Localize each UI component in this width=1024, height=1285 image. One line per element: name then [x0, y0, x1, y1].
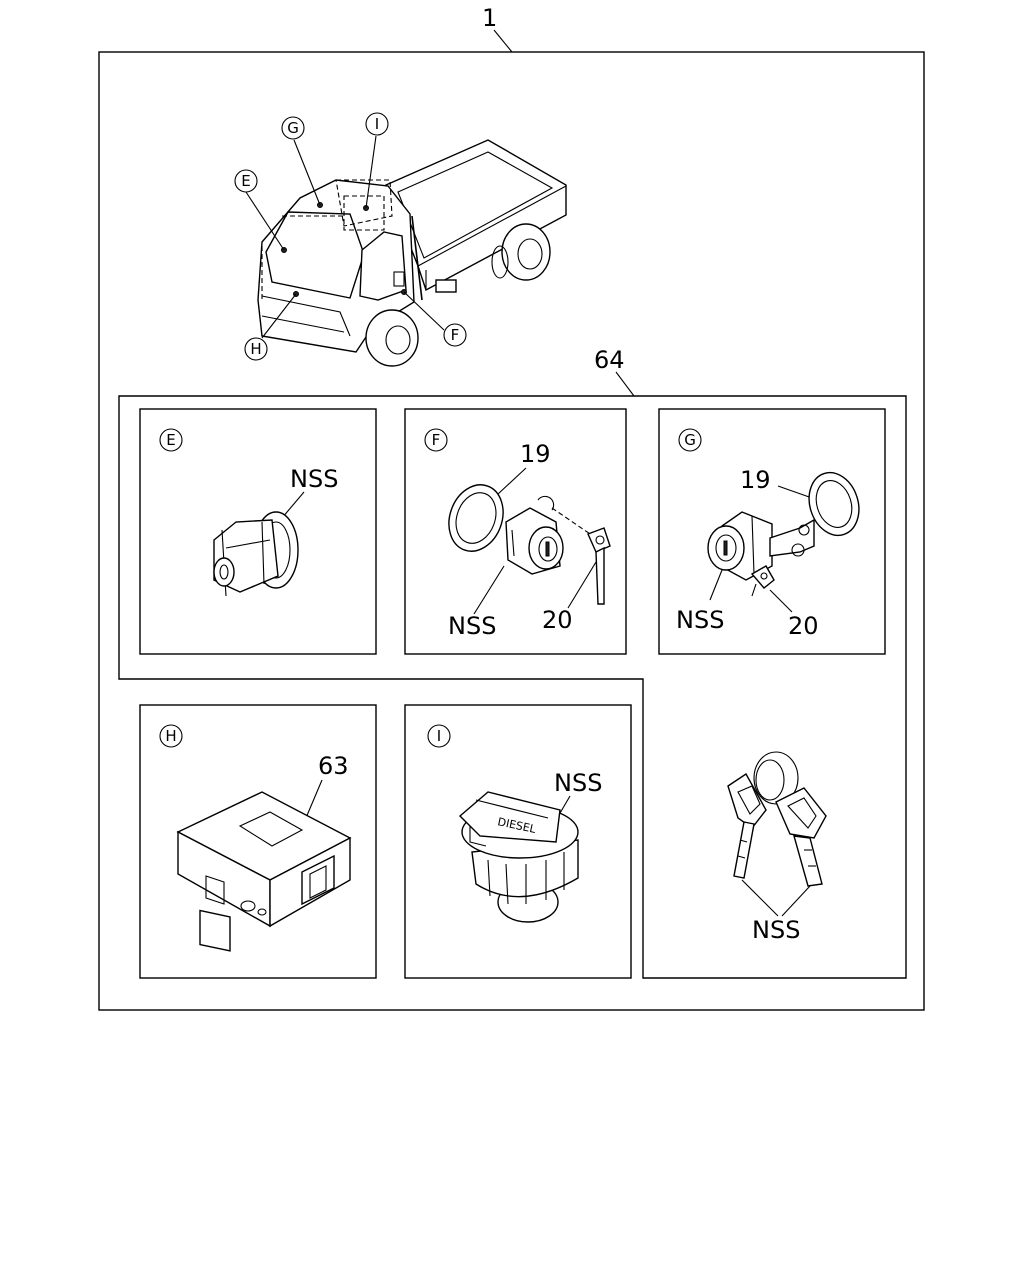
fuel-cap: DIESEL [458, 791, 579, 923]
truck-callout-i: I [365, 112, 389, 136]
label-20-f: 20 [542, 606, 573, 634]
label-kit: 64 [594, 346, 625, 374]
door-lock-cylinder-f [505, 495, 564, 575]
svg-text:G: G [287, 119, 299, 137]
panel-e: E NSS [139, 408, 377, 655]
panel-f: F 19 NSS 20 [404, 408, 627, 655]
gasket-ring-f [448, 484, 504, 552]
panel-h: H 63 [139, 704, 377, 979]
label-nss-f: NSS [448, 612, 496, 640]
label-20-g: 20 [788, 612, 819, 640]
panel-g: G 19 NSS 20 [658, 408, 886, 655]
panel-i: I NSS DIESEL [404, 704, 632, 979]
svg-text:E: E [241, 172, 250, 190]
kit-frame [118, 395, 907, 979]
keys: NSS [727, 751, 827, 944]
truck-callout-h: H [244, 337, 268, 361]
panel-e-callout: E [166, 431, 175, 449]
label-19-g: 19 [740, 466, 771, 494]
label-63: 63 [318, 752, 349, 780]
label-nss-g: NSS [676, 606, 724, 634]
svg-text:F: F [451, 326, 460, 344]
label-19-f: 19 [520, 440, 551, 468]
door-lock-cylinder-g [707, 511, 815, 581]
truck-illustration [257, 139, 567, 367]
panel-h-callout: H [165, 727, 176, 745]
panel-f-callout: F [432, 431, 441, 449]
key-left [727, 772, 767, 879]
key-right [775, 787, 827, 887]
control-unit-box [176, 791, 352, 952]
retainer-clip-g [750, 565, 775, 597]
truck-callout-e: E [234, 169, 258, 193]
truck-callout-g: G [281, 116, 305, 140]
panel-g-callout: G [684, 431, 696, 449]
assembly-frame [98, 51, 925, 1011]
label-assembly: 1 [482, 4, 497, 32]
label-nss-keys: NSS [752, 916, 800, 944]
ignition-lock-cylinder [213, 511, 299, 597]
panel-i-callout: I [437, 727, 441, 745]
retainer-clip-f [551, 507, 611, 605]
gasket-ring-g [808, 471, 860, 537]
svg-text:I: I [375, 115, 379, 133]
label-nss-i: NSS [554, 769, 602, 797]
truck-callout-f: F [443, 323, 467, 347]
svg-text:H: H [250, 340, 261, 358]
label-nss-e: NSS [290, 465, 338, 493]
